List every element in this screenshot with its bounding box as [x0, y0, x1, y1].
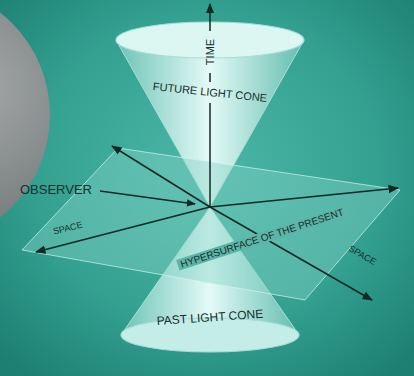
space-axis — [36, 207, 210, 252]
space-axis — [112, 146, 210, 207]
axis-label: TIME — [204, 39, 216, 65]
time-axis-arrow — [209, 4, 211, 31]
space-axis — [210, 188, 398, 207]
time-axis — [209, 103, 211, 207]
grey-disc — [0, 0, 50, 245]
time-axis — [209, 73, 211, 82]
observer-label: OBSERVER — [20, 183, 92, 197]
plane-surface — [22, 148, 400, 300]
observer-leader — [100, 191, 195, 204]
